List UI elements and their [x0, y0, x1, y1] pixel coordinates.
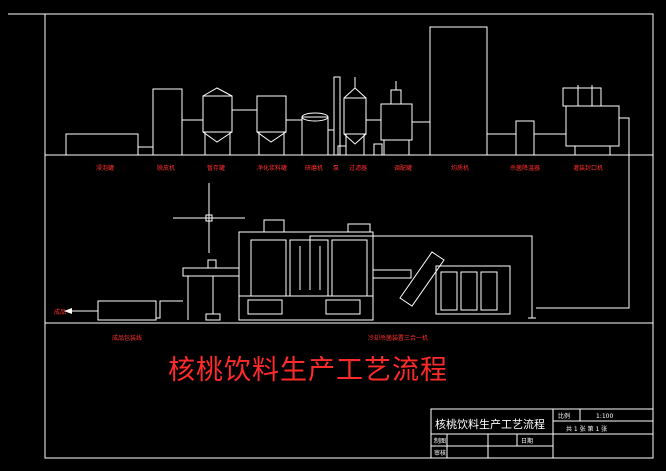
title-block-name: 核桃饮料生产工艺流程	[435, 417, 545, 431]
soaking-tank	[65, 133, 139, 156]
cooling-sterilizer-machine	[238, 219, 374, 321]
title-block	[430, 408, 654, 459]
storage-cabinet	[435, 265, 511, 315]
equipment-label: 泵	[333, 165, 339, 172]
designer-label: 制图	[434, 437, 446, 445]
cooling-machine-label: 冷却杀菌装置三合一机	[368, 334, 428, 342]
page-title: 核桃饮料生产工艺流程	[168, 355, 448, 386]
filter	[343, 77, 367, 155]
date-label: 日期	[521, 437, 533, 445]
grinder	[301, 112, 329, 156]
equipment-label: 灌装封口机	[573, 164, 603, 172]
equipment-label: 均质机	[451, 164, 469, 172]
sterilization-cooler	[515, 120, 535, 156]
blending-tank	[373, 81, 413, 156]
drawing-border	[44, 13, 654, 459]
scale-label: 比例	[558, 412, 570, 420]
equipment-label: 暂存罐	[207, 164, 225, 172]
equipment-label: 杀菌降温器	[510, 164, 540, 172]
equipment-label: 调配罐	[394, 164, 412, 172]
equipment-label: 浸泡罐	[96, 164, 114, 172]
equipment-label: 净化浆料罐	[257, 164, 287, 172]
packaging-line-label: 成品包装线	[112, 334, 142, 342]
conveyor-left	[182, 259, 240, 321]
upper-labels: 浸泡罐 脱皮机 暂存罐 净化浆料罐 研磨机 泵 过滤器 调配罐 均质机 杀菌降温器 灌装封口机	[96, 164, 603, 172]
product-output-label: 成品	[54, 308, 66, 316]
output-arrow-icon	[64, 308, 72, 314]
homogenizer	[429, 26, 488, 156]
equipment-label: 脱皮机	[157, 164, 175, 172]
packaging-line-box	[97, 300, 157, 321]
filling-sealing-machine	[562, 85, 620, 155]
checker-label: 审核	[434, 449, 446, 457]
equipment-label: 过滤器	[349, 164, 367, 172]
conveyor-right	[372, 251, 445, 307]
storage-tank	[202, 87, 233, 155]
scale-value: 1:100	[596, 413, 613, 420]
peeling-machine	[152, 88, 183, 156]
equipment-label: 研磨机	[305, 164, 323, 172]
sheet-info: 共 1 张 第 1 张	[566, 425, 607, 433]
purified-slurry-tank	[256, 95, 287, 155]
